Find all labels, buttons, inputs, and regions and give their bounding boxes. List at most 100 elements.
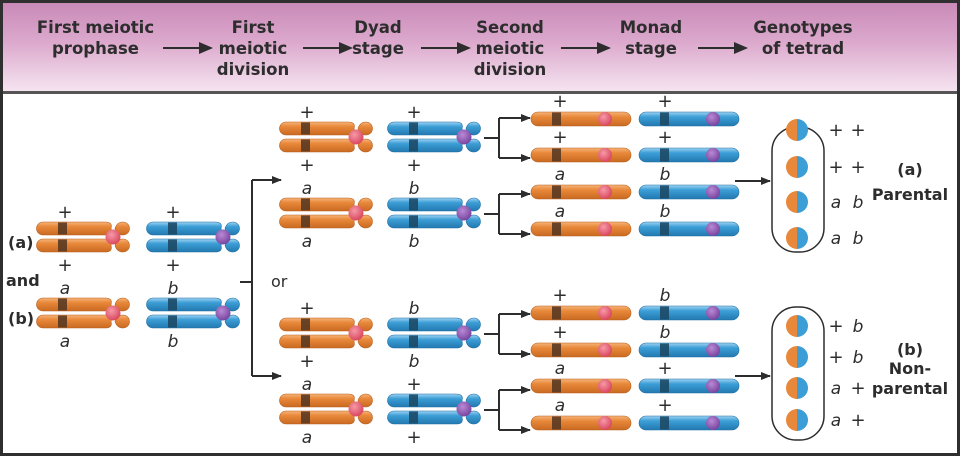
monad-orange [530, 305, 632, 321]
allele-label: + [657, 127, 672, 148]
arrow-icon [421, 42, 471, 54]
gene-band [301, 139, 310, 152]
chromatid-long-arm [36, 221, 112, 236]
allele-label: a [60, 279, 70, 299]
gene-band [660, 112, 669, 126]
homolog-blue [146, 297, 240, 329]
dyad-chromosome-blue [387, 393, 481, 425]
gene-band [301, 198, 310, 211]
centromere [706, 222, 720, 236]
genotype-allele: a [831, 193, 841, 213]
dyad-chromosome-orange [279, 393, 373, 425]
monad-blue [638, 342, 740, 358]
chromatid-long-arm [279, 214, 355, 229]
genotype-allele: + [828, 316, 843, 337]
genotype-allele: b [853, 229, 864, 249]
allele-label: a [555, 396, 565, 416]
centromere [598, 306, 612, 320]
gene-band [58, 298, 67, 311]
gene-band [552, 343, 561, 357]
chromatid [530, 342, 632, 358]
chromatid-long-arm [146, 238, 222, 253]
monad-orange [530, 184, 632, 200]
dyad-chromosome-orange [279, 317, 373, 349]
gene-band [301, 122, 310, 135]
spore-blue-half [797, 191, 808, 213]
allele-label: + [299, 102, 314, 123]
spore-orange-half [786, 227, 797, 249]
allele-label: a [302, 428, 312, 448]
monad-blue [638, 111, 740, 127]
chromatid-long-arm [279, 393, 355, 408]
homolog-orange [36, 221, 130, 253]
gene-band [409, 139, 418, 152]
spore-blue-half [797, 315, 808, 337]
chromatid [530, 305, 632, 321]
tetrad-a-letter: (a) [897, 160, 923, 179]
gene-band [409, 411, 418, 424]
centromere [706, 343, 720, 357]
centromere [706, 379, 720, 393]
gene-band [409, 394, 418, 407]
arrow-icon [163, 42, 213, 54]
chromatid [638, 305, 740, 321]
stage-monad: Monad stage [619, 18, 683, 58]
chromatid-long-arm [279, 121, 355, 136]
spore-orange-half [786, 346, 797, 368]
monad-blue [638, 221, 740, 237]
spore-blue-half [797, 377, 808, 399]
centromere [215, 305, 231, 321]
centromere [706, 185, 720, 199]
gene-band [301, 335, 310, 348]
gene-band [552, 185, 561, 199]
chromatid [530, 221, 632, 237]
gene-band [168, 239, 177, 252]
gene-band [660, 222, 669, 236]
gene-band [660, 148, 669, 162]
allele-label: b [409, 179, 420, 199]
spore-blue-half [797, 119, 808, 141]
gene-band [660, 416, 669, 430]
centromere [598, 185, 612, 199]
gene-band [58, 239, 67, 252]
genotype-allele: b [853, 317, 864, 337]
chromatid-long-arm [387, 334, 463, 349]
stage-first-meiotic-prophase: First meiotic prophase [36, 18, 155, 58]
allele-label: a [60, 332, 70, 352]
arrow-icon [561, 42, 611, 54]
chromatid [530, 415, 632, 431]
allele-label: + [299, 155, 314, 176]
spore-blue-half [797, 156, 808, 178]
spore-orange-half [786, 315, 797, 337]
allele-label: + [406, 374, 421, 395]
dyad-chromosome-blue [387, 121, 481, 153]
genotype-allele: b [853, 348, 864, 368]
label-and: and [6, 271, 40, 290]
chromatid-long-arm [387, 197, 463, 212]
chromatid [638, 342, 740, 358]
arrow-icon [698, 42, 748, 54]
allele-label: a [555, 165, 565, 185]
stage-second-meiotic-division: Second meiotic division [473, 18, 547, 79]
chromatid-long-arm [279, 410, 355, 425]
gene-band [301, 394, 310, 407]
allele-label: + [406, 102, 421, 123]
stage-genotypes-of-tetrad: Genotypes of tetrad [753, 18, 853, 58]
chromatid [638, 221, 740, 237]
allele-label: a [302, 232, 312, 252]
centromere [598, 343, 612, 357]
genotype-allele: + [850, 378, 865, 399]
genotype-allele: a [831, 229, 841, 249]
genotype-allele: + [828, 120, 843, 141]
chromatid [530, 184, 632, 200]
allele-label: + [406, 427, 421, 448]
spore-orange-half [786, 156, 797, 178]
monad-blue [638, 147, 740, 163]
label-or: or [271, 272, 288, 291]
allele-label: + [406, 155, 421, 176]
spore-orange-half [786, 377, 797, 399]
centromere [706, 416, 720, 430]
chromatid-long-arm [387, 138, 463, 153]
chromatid [638, 147, 740, 163]
